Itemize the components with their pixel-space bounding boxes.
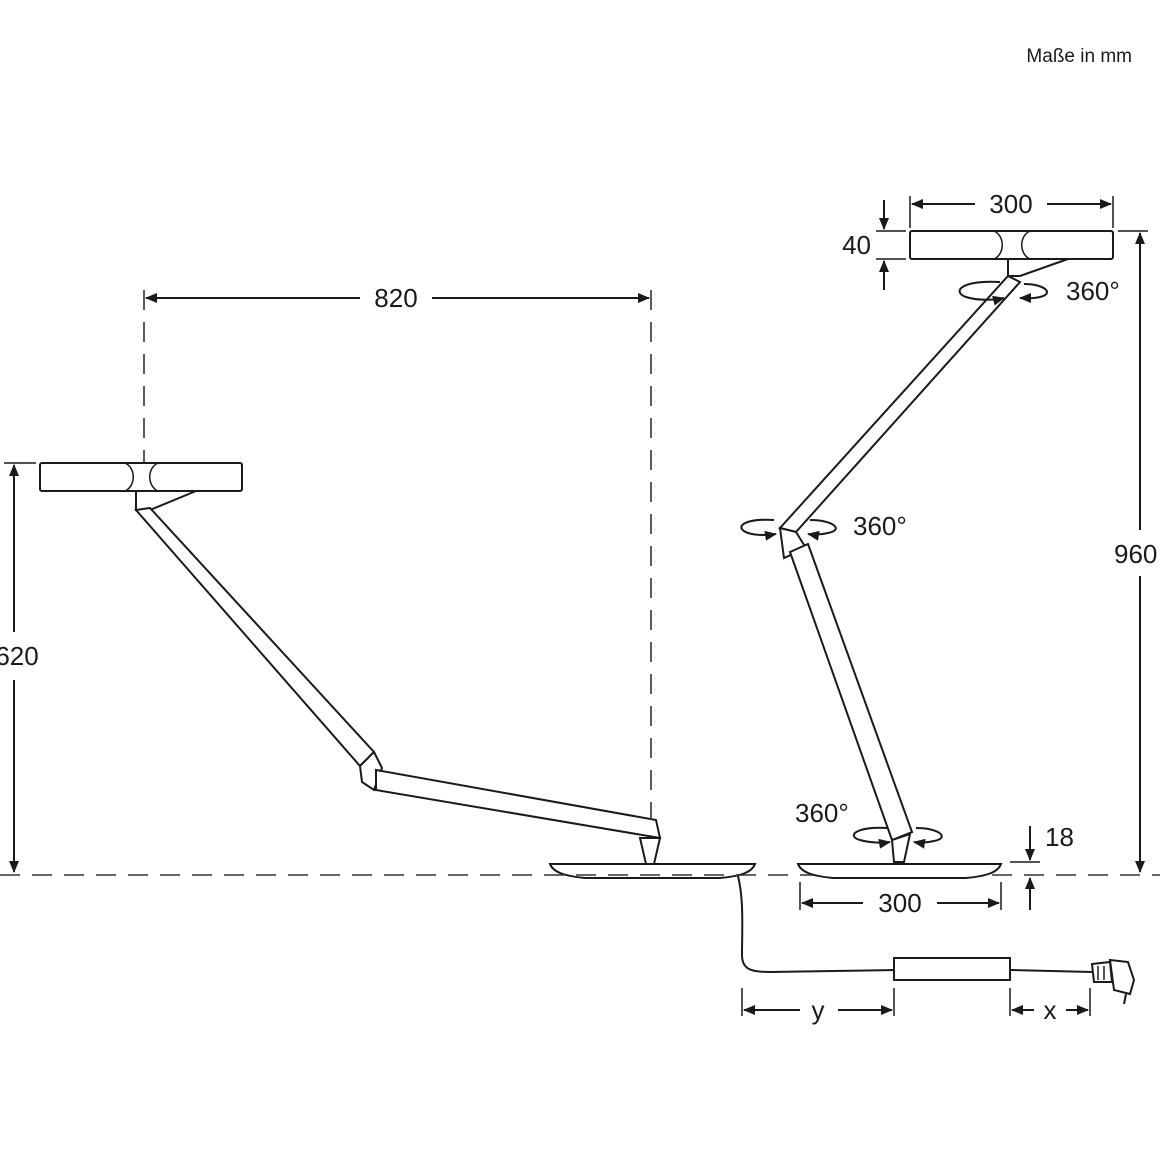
rotation-head-label: 360° bbox=[1066, 276, 1120, 306]
cable-x-dimension: x bbox=[1009, 988, 1091, 1025]
right-lamp-head bbox=[909, 230, 1114, 277]
head-width-value: 300 bbox=[989, 189, 1032, 219]
right-lamp-upper-arm bbox=[778, 274, 1022, 534]
units-note: Maße in mm bbox=[1026, 46, 1132, 67]
reach-dimension: 820 bbox=[143, 283, 652, 820]
left-lamp bbox=[39, 462, 757, 879]
base-thickness-value: 18 bbox=[1045, 822, 1074, 852]
base-width-dimension: 300 bbox=[799, 882, 1002, 918]
left-height-dimension: 620 bbox=[0, 462, 39, 873]
left-lamp-base bbox=[548, 863, 757, 879]
left-lamp-lower-arm bbox=[375, 768, 662, 840]
driver-box bbox=[893, 957, 1011, 981]
reach-value: 820 bbox=[374, 283, 417, 313]
left-lamp-head bbox=[39, 462, 243, 511]
rotation-base-label: 360° bbox=[795, 798, 849, 828]
right-lamp-lower-arm bbox=[788, 542, 914, 842]
head-thickness-value: 40 bbox=[842, 230, 871, 260]
left-height-value: 620 bbox=[0, 641, 39, 671]
right-lamp-base bbox=[796, 863, 1003, 879]
cable-y-dimension: y bbox=[741, 988, 895, 1025]
rotation-base-icon bbox=[852, 826, 943, 849]
right-height-dimension: 960 bbox=[1114, 230, 1157, 873]
right-lamp-stem bbox=[890, 832, 912, 863]
rotation-elbow-label: 360° bbox=[853, 511, 907, 541]
base-thickness-dimension: 18 bbox=[1010, 822, 1074, 910]
right-height-value: 960 bbox=[1114, 539, 1157, 569]
right-lamp bbox=[778, 230, 1114, 879]
base-width-value: 300 bbox=[878, 888, 921, 918]
rotation-head-icon bbox=[958, 280, 1048, 306]
cable-y-label: y bbox=[812, 995, 825, 1025]
left-lamp-stem bbox=[638, 837, 662, 865]
rotation-elbow-icon bbox=[740, 518, 837, 541]
power-cable bbox=[737, 875, 1136, 1005]
plug-icon bbox=[1090, 958, 1136, 1005]
head-thickness-dimension: 40 bbox=[842, 200, 906, 290]
cable-x-label: x bbox=[1044, 995, 1057, 1025]
left-lamp-upper-arm bbox=[134, 506, 376, 768]
head-width-dimension: 300 bbox=[909, 189, 1114, 228]
